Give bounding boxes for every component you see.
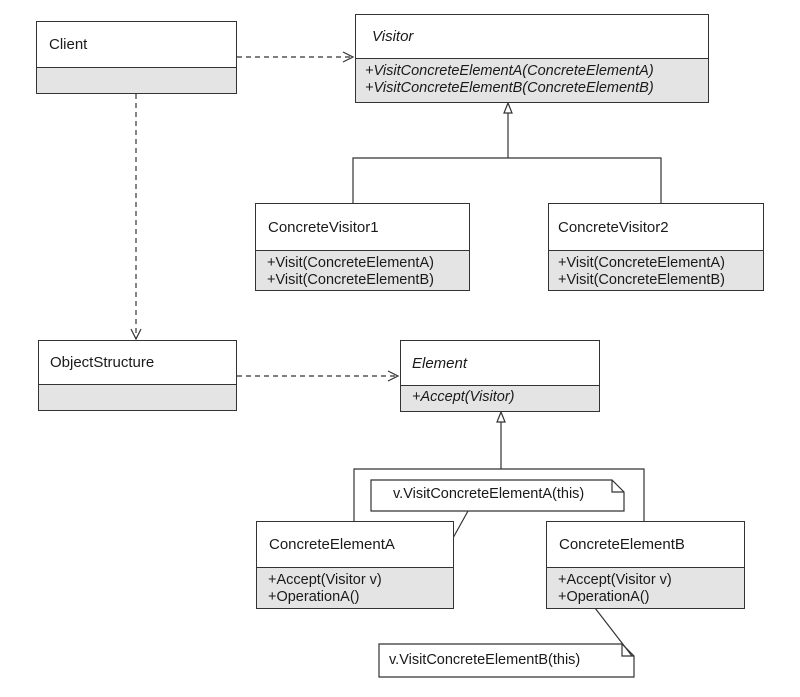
operation: +Accept(Visitor v): [558, 572, 672, 588]
arrowhead-open: [130, 328, 142, 341]
class-concrete-visitor2: ConcreteVisitor2 +Visit(ConcreteElementA…: [548, 203, 764, 291]
class-concrete-element-a-operations: +Accept(Visitor v) +OperationA(): [257, 568, 453, 608]
class-concrete-visitor1-operations: +Visit(ConcreteElementA) +Visit(Concrete…: [256, 251, 469, 290]
class-concrete-element-b-name: ConcreteElementB: [547, 522, 744, 568]
operation: +VisitConcreteElementA(ConcreteElementA): [365, 63, 654, 79]
class-client-name: Client: [37, 22, 236, 68]
note-b-text: v.VisitConcreteElementB(this): [389, 652, 581, 668]
note-b-shape: [378, 643, 635, 678]
class-visitor-operations: +VisitConcreteElementA(ConcreteElementA)…: [356, 59, 708, 102]
class-visitor-name: Visitor: [356, 15, 708, 59]
operation: +Accept(Visitor): [412, 389, 515, 405]
operation: +VisitConcreteElementB(ConcreteElementB): [365, 80, 654, 96]
note-b-fold: [621, 644, 634, 657]
class-element-name: Element: [401, 341, 599, 386]
generalization-branch: [353, 468, 645, 521]
operation: +Visit(ConcreteElementB): [558, 272, 725, 288]
generalization-triangle: [496, 410, 506, 423]
arrowhead-open: [342, 51, 355, 63]
operation: +Visit(ConcreteElementB): [267, 272, 434, 288]
class-concrete-element-a: ConcreteElementA +Accept(Visitor v) +Ope…: [256, 521, 454, 609]
class-concrete-element-b: ConcreteElementB +Accept(Visitor v) +Ope…: [546, 521, 745, 609]
operation: +Visit(ConcreteElementA): [558, 255, 725, 271]
class-concrete-element-a-name: ConcreteElementA: [257, 522, 453, 568]
note-a-shape: [370, 479, 625, 512]
generalization-branch: [352, 157, 662, 203]
arrowhead-open: [387, 370, 400, 382]
class-concrete-visitor2-name: ConcreteVisitor2: [549, 204, 763, 251]
operation: +OperationA(): [268, 589, 360, 605]
generalization-triangle: [503, 101, 513, 114]
class-visitor: Visitor +VisitConcreteElementA(ConcreteE…: [355, 14, 709, 103]
class-concrete-visitor1-name: ConcreteVisitor1: [256, 204, 469, 251]
class-concrete-element-b-operations: +Accept(Visitor v) +OperationA(): [547, 568, 744, 608]
operation: +OperationA(): [558, 589, 650, 605]
note-a-text: v.VisitConcreteElementA(this): [393, 486, 585, 502]
class-object-structure-name: ObjectStructure: [39, 341, 236, 385]
operation: +Visit(ConcreteElementA): [267, 255, 434, 271]
note-a-fold: [611, 480, 624, 493]
class-object-structure: ObjectStructure: [38, 340, 237, 411]
class-client: Client: [36, 21, 237, 94]
class-concrete-visitor1: ConcreteVisitor1 +Visit(ConcreteElementA…: [255, 203, 470, 291]
class-concrete-visitor2-operations: +Visit(ConcreteElementA) +Visit(Concrete…: [549, 251, 763, 290]
class-object-structure-operations: [39, 385, 236, 410]
class-element-operations: +Accept(Visitor): [401, 386, 599, 411]
note-b-anchor: [594, 607, 633, 657]
class-element: Element +Accept(Visitor): [400, 340, 600, 412]
operation: +Accept(Visitor v): [268, 572, 382, 588]
class-client-operations: [37, 68, 236, 93]
